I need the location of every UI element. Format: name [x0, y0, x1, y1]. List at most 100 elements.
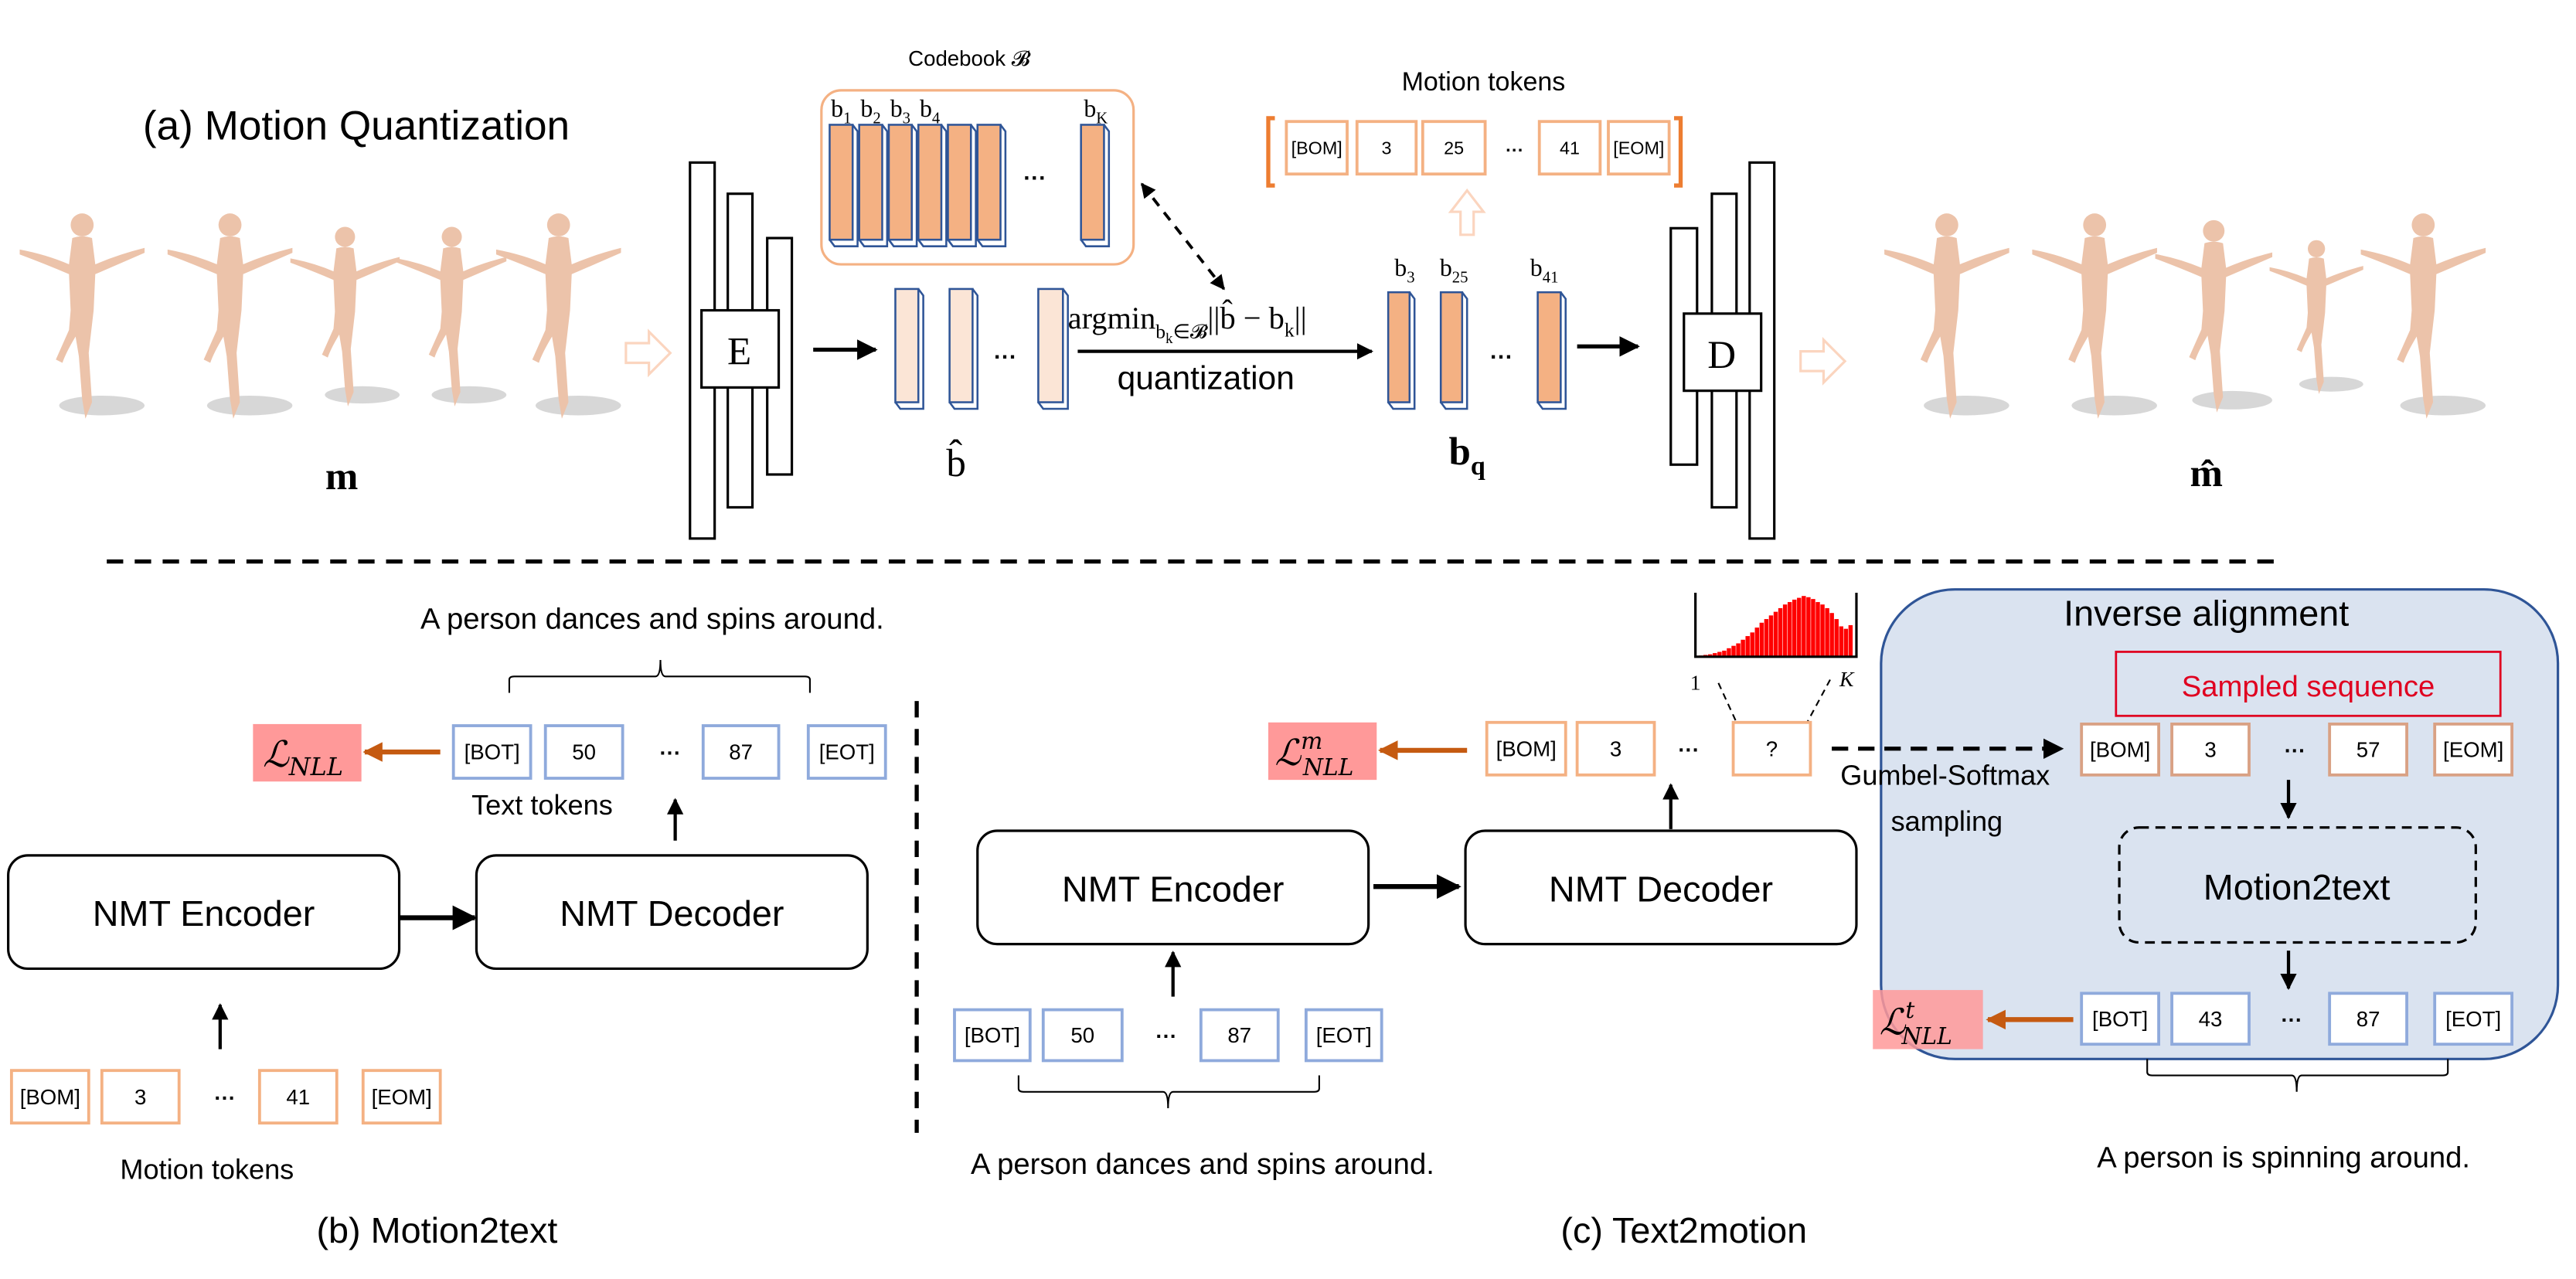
- sampled-token-row: [BOM]3···57[EOM]: [2080, 723, 2514, 777]
- token-box: [1421, 120, 1487, 176]
- token-box: [100, 1069, 181, 1125]
- token-box: [257, 1069, 339, 1125]
- token-label: 41: [1560, 138, 1580, 158]
- histogram-bar: [1745, 636, 1750, 657]
- argmin-formula: argminbk∈𝓑||b̂ − bk||: [1068, 299, 1307, 347]
- token-label: 3: [134, 1085, 146, 1109]
- ellipsis: ···: [2285, 738, 2306, 762]
- bq-label: bq: [1449, 430, 1485, 481]
- nmt-encoder-label: NMT Encoder: [93, 893, 315, 934]
- token-label: 50: [572, 740, 596, 764]
- histogram-bar: [1713, 653, 1717, 657]
- motion-token-row: [BOM] 3 ··· 41 [EOM]: [9, 1069, 442, 1125]
- ellipsis: ···: [1023, 165, 1046, 191]
- ellipsis: ···: [1155, 1024, 1177, 1048]
- histogram-bar: [1820, 604, 1825, 657]
- bhat-label: b̂: [946, 439, 966, 485]
- token-label: 87: [729, 740, 753, 764]
- codebook-vector: [917, 124, 948, 247]
- histogram-bar: [1834, 619, 1839, 657]
- vector-label: bK: [1084, 95, 1108, 127]
- histogram-bar: [1811, 599, 1815, 657]
- part-b-title: (b) Motion2text: [316, 1210, 557, 1250]
- quantized-vector: [1439, 291, 1468, 410]
- human-figure: [2269, 240, 2363, 394]
- text-tokens-label: Text tokens: [471, 789, 613, 821]
- ellipsis: ···: [2281, 1008, 2302, 1032]
- human-figure: [167, 213, 293, 419]
- token-label: [BOM]: [1496, 736, 1557, 760]
- loss-nll-label: ℒNLL: [263, 734, 343, 781]
- token-label: 3: [1382, 138, 1392, 158]
- human-figure: [19, 213, 145, 419]
- encoder-box: [700, 308, 781, 389]
- bhat-vectors: [894, 287, 1069, 410]
- token-label: 43: [2199, 1007, 2223, 1031]
- codebook-vectors: [829, 124, 1111, 247]
- faded-arrow-icon: [624, 328, 672, 378]
- token-label: [EOM]: [372, 1085, 432, 1109]
- zoom-guide-line: [1717, 682, 1737, 723]
- histogram-x-start: 1: [1690, 670, 1701, 694]
- histogram-bar: [1806, 597, 1811, 657]
- ellipsis: ···: [214, 1086, 236, 1110]
- nmt-decoder-label: NMT Decoder: [560, 893, 784, 934]
- human-figure: [2155, 219, 2273, 413]
- ellipsis: ···: [1490, 345, 1513, 370]
- token-label: 87: [2357, 1007, 2380, 1031]
- human-figure: [1884, 213, 2009, 419]
- histogram-bar: [1773, 611, 1778, 657]
- decoder-box: [1683, 312, 1763, 393]
- histogram-bar: [1782, 604, 1788, 657]
- token-label: 41: [286, 1085, 310, 1109]
- token-box: [451, 724, 533, 780]
- token-box: [2080, 723, 2161, 777]
- histogram-bar: [1829, 613, 1834, 657]
- token-label: [EOT]: [819, 740, 875, 764]
- histogram-bar: [1815, 602, 1820, 657]
- histogram-bar: [1768, 615, 1774, 657]
- bhat-vector: [894, 287, 924, 410]
- codebook-label: Codebook 𝓑: [908, 46, 1032, 70]
- histogram-x-end: K: [1839, 667, 1855, 691]
- codebook-vector: [976, 124, 1007, 247]
- probability-histogram: 1 K: [1690, 592, 1858, 723]
- text-token-row: [BOT]50···87[EOT]: [953, 1008, 1383, 1063]
- histogram-bar: [1722, 650, 1727, 657]
- token-label: [BOT]: [965, 1023, 1020, 1047]
- vector-label: b3: [1394, 254, 1414, 286]
- token-label: [BOM]: [20, 1085, 80, 1109]
- histogram-bar: [1825, 607, 1829, 657]
- token-box: [2080, 992, 2161, 1046]
- token-label: [BOM]: [1291, 138, 1342, 158]
- token-box: [953, 1008, 1032, 1063]
- token-label: [EOT]: [2445, 1007, 2501, 1031]
- nmt-decoder-box: [1464, 829, 1858, 946]
- ellipsis: ···: [1506, 140, 1523, 160]
- hollow-up-arrow-icon: [1448, 188, 1486, 236]
- histogram-bar: [1802, 596, 1806, 657]
- histogram-bar: [1750, 632, 1754, 657]
- nmt-encoder-label: NMT Encoder: [1062, 869, 1285, 909]
- reconstructed-motion-figures: [1884, 213, 2486, 419]
- token-label: [EOM]: [1613, 138, 1664, 158]
- human-figure: [2032, 213, 2157, 419]
- reconstructed-motion-label: m̂: [2190, 452, 2222, 495]
- decoder-label: D: [1707, 334, 1736, 377]
- quantization-label: quantization: [1118, 361, 1295, 397]
- token-box: [2170, 723, 2251, 777]
- nmt-decoder-label: NMT Decoder: [1549, 869, 1773, 909]
- token-box: [1304, 1008, 1383, 1063]
- token-box: [1199, 1008, 1280, 1063]
- token-label: [BOT]: [2092, 1007, 2148, 1031]
- token-bracket: [1266, 116, 1683, 188]
- generated-motion-token-row: [BOM]3···?: [1485, 720, 1812, 777]
- human-figure: [290, 226, 400, 406]
- nmt-encoder-box: [976, 829, 1370, 946]
- token-label: 50: [1070, 1023, 1094, 1047]
- token-label: [EOT]: [1316, 1023, 1372, 1047]
- histogram-bar: [1764, 619, 1769, 657]
- histogram-bar: [1778, 607, 1783, 657]
- sampled-sequence-label: Sampled sequence: [2182, 670, 2435, 703]
